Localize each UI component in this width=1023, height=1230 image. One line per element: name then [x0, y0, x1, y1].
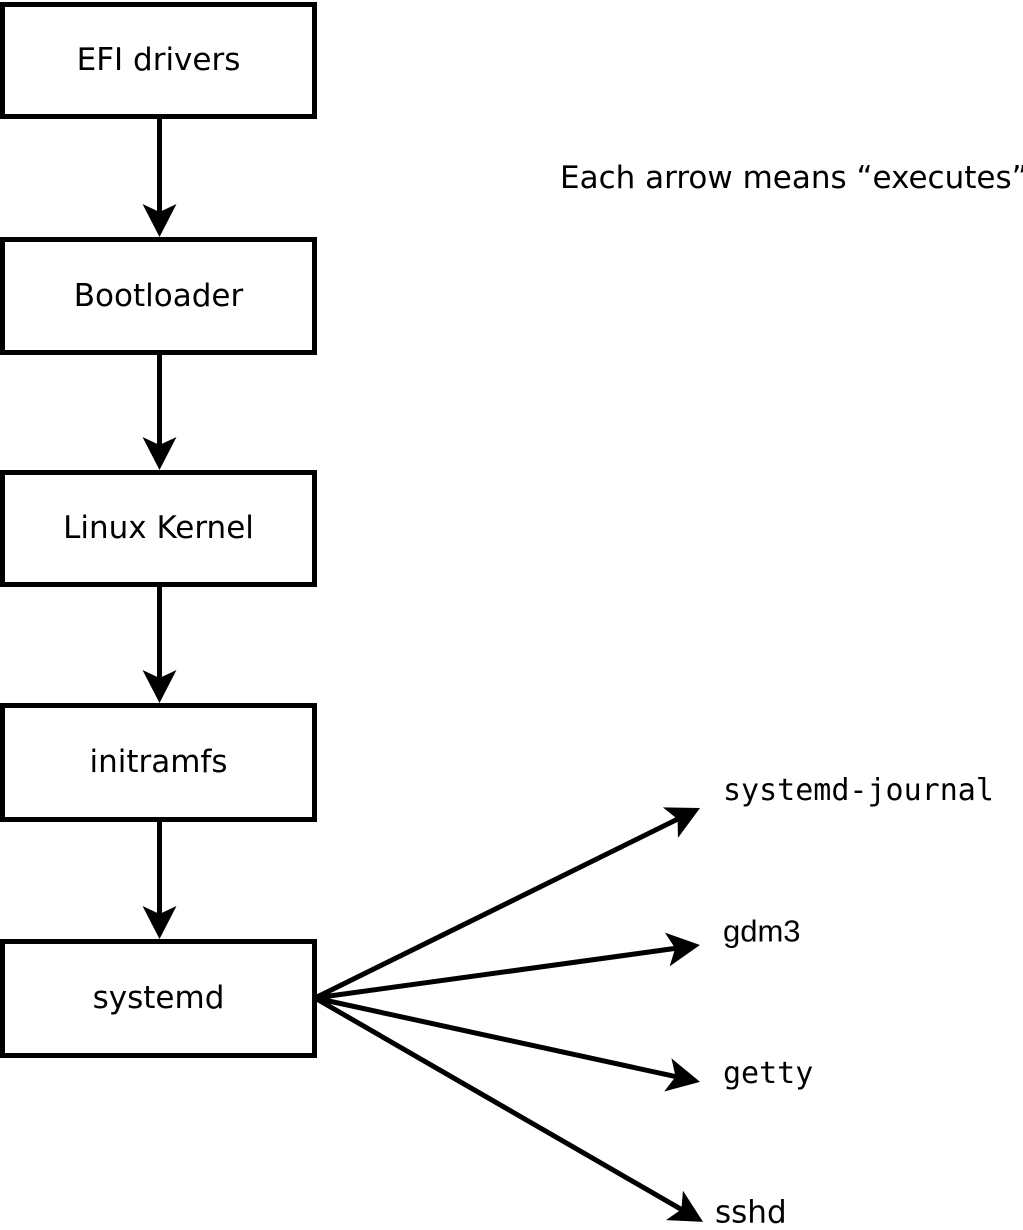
- box-bootloader: Bootloader: [0, 237, 317, 355]
- arrow-systemd-to-journal: [313, 807, 701, 1001]
- box-efi-drivers: EFI drivers: [0, 2, 317, 119]
- box-linux-kernel-label: Linux Kernel: [63, 510, 254, 546]
- label-gdm3: gdm3: [723, 913, 801, 949]
- arrow-systemd-to-gdm3: [314, 932, 700, 1001]
- box-bootloader-label: Bootloader: [73, 277, 244, 314]
- box-systemd-label: systemd: [92, 980, 225, 1016]
- label-getty: getty: [723, 1056, 814, 1091]
- box-efi-drivers-label: EFI drivers: [76, 42, 241, 78]
- label-sshd: sshd: [715, 1194, 787, 1230]
- annotation-arrow-meaning: Each arrow means “executes”.: [560, 160, 1023, 196]
- box-linux-kernel: Linux Kernel: [0, 470, 317, 587]
- box-initramfs-label: initramfs: [89, 744, 228, 780]
- box-systemd: systemd: [0, 939, 317, 1058]
- arrow-systemd-to-sshd: [313, 995, 704, 1222]
- box-initramfs: initramfs: [0, 703, 317, 822]
- arrow-systemd-to-getty: [314, 995, 701, 1092]
- label-systemd-journal: systemd-journal: [723, 773, 994, 808]
